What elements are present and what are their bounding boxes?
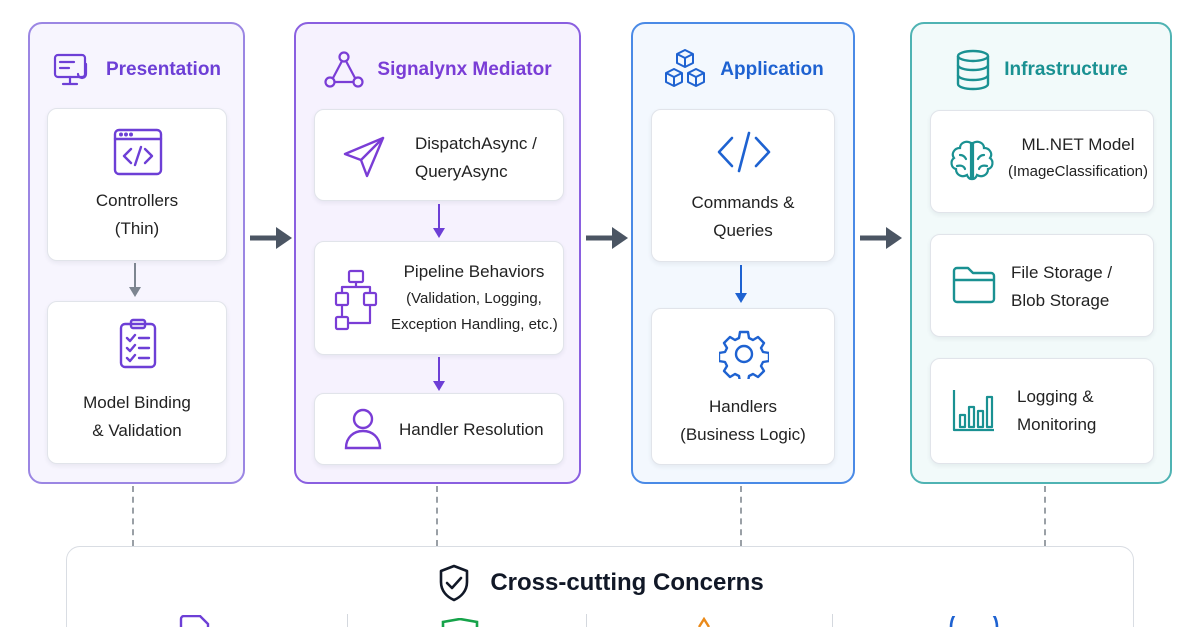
cubes-icon — [665, 49, 706, 87]
pipeline-behaviors-title: Pipeline Behaviors — [403, 262, 545, 281]
logging-monitoring-label-line2: Monitoring — [1017, 415, 1097, 434]
ml-model-card: ML.NET Model (ImageClassification) — [930, 110, 1154, 213]
commands-queries-label-line1: Commands & — [691, 193, 795, 212]
commands-queries-label-line2: Queries — [713, 221, 773, 240]
concern-divider — [586, 614, 587, 627]
handler-resolution-card: Handler Resolution — [314, 393, 564, 465]
infrastructure-title: Infrastructure — [1004, 59, 1128, 80]
application-header: Application — [633, 49, 853, 90]
flow-arrow-right — [250, 227, 292, 249]
model-binding-label-line1: Model Binding — [83, 393, 191, 412]
application-title: Application — [720, 59, 824, 80]
flow-arrow-right — [586, 227, 628, 249]
shield-icon — [441, 618, 479, 627]
alert-icon — [697, 617, 711, 627]
handlers-label-line1: Handlers — [708, 397, 778, 416]
controllers-label-line1: Controllers — [95, 191, 179, 210]
presentation-title: Presentation — [105, 59, 222, 80]
infrastructure-header: Infrastructure — [912, 49, 1170, 91]
presentation-panel: Presentation Controllers (Thin) — [28, 22, 245, 484]
mediator-header: Signalynx Mediator — [296, 50, 579, 90]
handlers-label-line2: (Business Logic) — [680, 425, 806, 444]
dispatch-card: DispatchAsync / QueryAsync — [314, 109, 564, 201]
model-binding-card: Model Binding & Validation — [47, 301, 227, 464]
clock-icon — [949, 616, 999, 627]
dashed-connector — [1044, 486, 1046, 546]
concern-divider — [832, 614, 833, 627]
monitor-icon — [53, 53, 88, 86]
mediator-title: Signalynx Mediator — [377, 59, 552, 80]
dispatch-label-line1: DispatchAsync / — [415, 134, 537, 153]
ml-model-title: ML.NET Model — [1021, 135, 1135, 154]
flow-arrow-down — [433, 357, 445, 391]
pipeline-behaviors-sub-line2: Exception Handling, etc.) — [391, 316, 558, 333]
infrastructure-panel: Infrastructure ML.NET Model (ImageClassi… — [910, 22, 1172, 484]
logging-monitoring-label-line1: Logging & — [1017, 387, 1094, 406]
cross-cutting-title: Cross-cutting Concerns — [490, 569, 764, 596]
pipeline-behaviors-card: Pipeline Behaviors (Validation, Logging,… — [314, 241, 564, 355]
document-icon — [179, 615, 210, 627]
dashed-connector — [740, 486, 742, 546]
file-storage-label-line1: File Storage / — [1011, 263, 1113, 282]
clipboard-checklist-icon — [119, 318, 157, 369]
file-storage-label-line2: Blob Storage — [1011, 291, 1110, 310]
paper-plane-icon — [343, 136, 385, 178]
controllers-card: Controllers (Thin) — [47, 108, 227, 261]
logging-monitoring-card: Logging & Monitoring — [930, 358, 1154, 464]
flow-arrow-down — [735, 265, 747, 303]
presentation-header: Presentation — [30, 50, 243, 90]
handlers-card: Handlers (Business Logic) — [651, 308, 835, 465]
pipeline-behaviors-sub-line1: (Validation, Logging, — [406, 290, 542, 307]
dashed-connector — [132, 486, 134, 546]
concern-divider — [347, 614, 348, 627]
handler-resolution-label: Handler Resolution — [399, 420, 544, 439]
shield-check-icon — [440, 564, 469, 602]
mediator-panel: Signalynx Mediator DispatchAsync / Query… — [294, 22, 581, 484]
bar-chart-icon — [952, 390, 994, 432]
gear-icon — [719, 330, 769, 379]
ml-model-sub: (ImageClassification) — [1007, 163, 1149, 180]
code-icon — [717, 131, 771, 173]
commands-queries-card: Commands & Queries — [651, 109, 835, 262]
code-window-icon — [113, 128, 163, 176]
flow-arrow-down — [433, 204, 445, 238]
flowchart-icon — [334, 269, 378, 331]
controllers-label-line2: (Thin) — [114, 219, 160, 238]
model-binding-label-line2: & Validation — [92, 421, 182, 440]
application-panel: Application Commands & Queries Handlers … — [631, 22, 855, 484]
file-storage-card: File Storage / Blob Storage — [930, 234, 1154, 337]
dashed-connector — [436, 486, 438, 546]
user-icon — [344, 408, 382, 450]
cross-cutting-header: Cross-cutting Concerns — [0, 563, 1200, 603]
flow-arrow-down — [129, 263, 141, 297]
dispatch-label-line2: QueryAsync — [415, 162, 508, 181]
cross-cutting-panel — [66, 546, 1134, 627]
brain-icon — [950, 140, 994, 181]
network-nodes-icon — [324, 51, 364, 88]
folder-icon — [952, 266, 996, 304]
database-icon — [957, 49, 990, 91]
flow-arrow-right — [860, 227, 902, 249]
